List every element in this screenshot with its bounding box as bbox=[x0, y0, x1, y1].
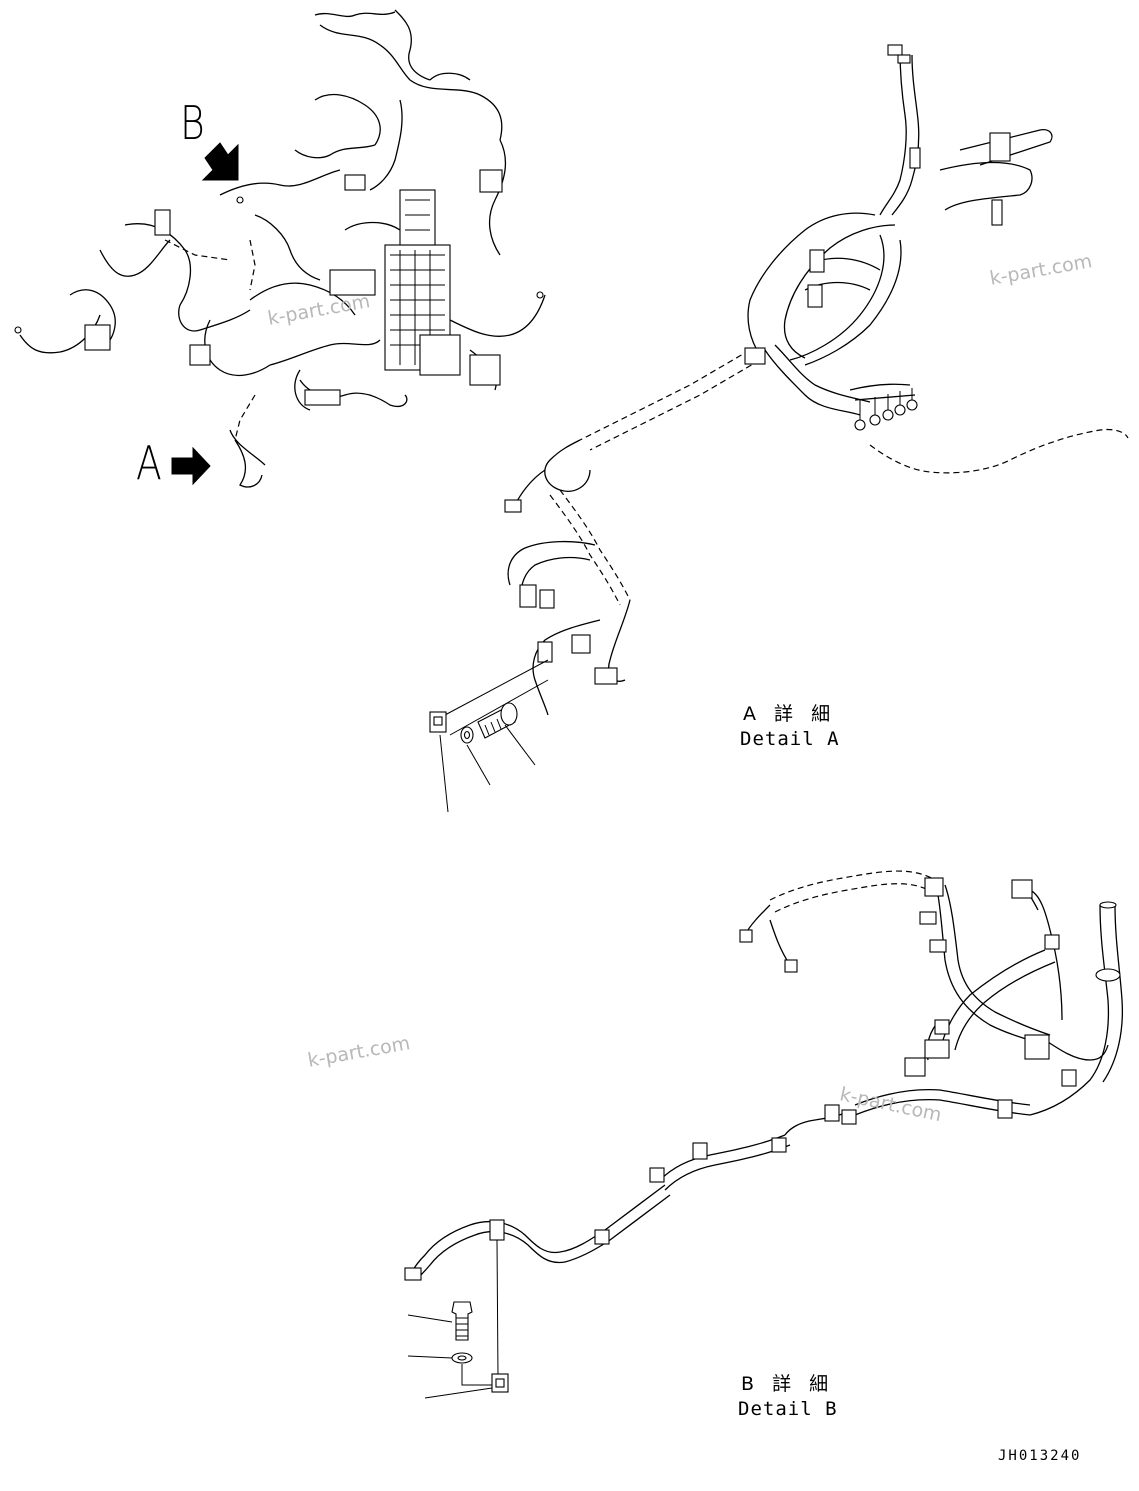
callout-a-letter: A bbox=[136, 436, 162, 490]
detail-b-title-en: Detail B bbox=[738, 1398, 838, 1420]
detail-a-drawing bbox=[429, 44, 1129, 813]
arrow-right-icon bbox=[171, 446, 211, 486]
callout-b-letter: B bbox=[180, 96, 205, 150]
detail-a-title-en: Detail A bbox=[740, 728, 840, 750]
arrow-down-right-icon bbox=[201, 142, 239, 181]
overview-harness bbox=[14, 9, 546, 488]
detail-a-title-jp: A 詳 細 bbox=[743, 703, 837, 725]
detail-b-title-jp: B 詳 細 bbox=[741, 1373, 835, 1395]
drawing-number: JH013240 bbox=[998, 1448, 1082, 1464]
detail-b-drawing bbox=[404, 870, 1124, 1399]
